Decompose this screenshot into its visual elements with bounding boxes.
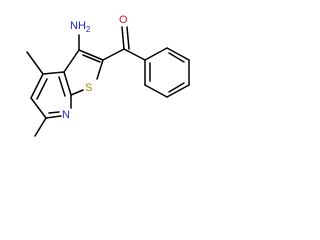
carbonyl-oxygen-label: O [119,14,128,26]
bond-carbonyl-o-double [126,26,130,50]
bond-c6-methyl [34,117,47,137]
pyridine-ring [30,71,72,119]
amine-label: NH2 [70,20,91,34]
bond-c3a-c7a [63,71,72,96]
bond-ph-4-5 [166,84,190,98]
bond-c4-c5 [30,73,44,99]
bond-c2-c3-double [82,54,101,63]
bond-c2-carbonyl [102,48,125,61]
molecule-structure: NH2 O S N [26,14,190,137]
bond-c6-n7 [45,115,62,119]
ring-sulfur-label: S [85,82,92,94]
bond-c3-c3a [63,49,80,73]
bond-carbonyl-o [121,26,125,50]
bond-c4-methyl [26,51,44,75]
bond-ph-double-b [168,52,185,63]
bond-ph-5-6 [144,84,168,98]
bond-s1-c7a [70,89,84,96]
bond-ph-2-3 [166,47,190,61]
bond-ph-double-c [168,82,185,93]
bond-c4-c5-double [36,78,48,100]
bond-c2-s1 [96,59,104,80]
bond-ph-1-2 [144,47,168,61]
substituents [26,34,80,137]
phenyl-ring [144,47,190,98]
benzoyl-group [102,26,146,61]
bond-c3a-c4 [42,71,65,75]
bond-c3a-c7a-double [58,76,66,97]
bond-c6-n7-double [48,111,60,114]
bond-c3-c2 [78,49,104,61]
ring-nitrogen-label: N [62,109,70,121]
thiophene-ring [63,49,104,96]
bond-carbonyl-phenyl [123,48,146,61]
bond-c5-c6 [30,97,47,119]
